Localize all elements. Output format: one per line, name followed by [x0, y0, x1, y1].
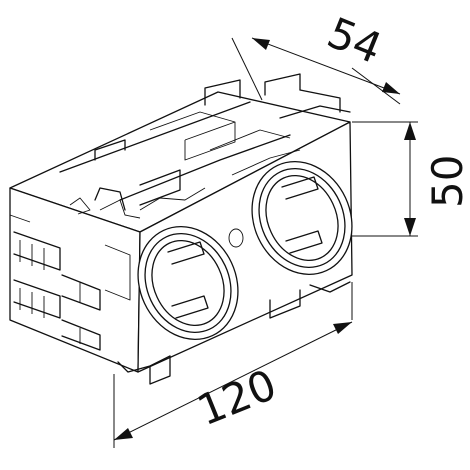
width-label: 120: [190, 360, 283, 435]
socket-right: [251, 161, 353, 275]
socket-left: [137, 226, 244, 340]
dimension-height: 50: [352, 121, 470, 237]
depth-label: 54: [321, 8, 389, 73]
dimension-depth: 54: [231, 8, 401, 105]
height-label: 50: [423, 155, 470, 208]
